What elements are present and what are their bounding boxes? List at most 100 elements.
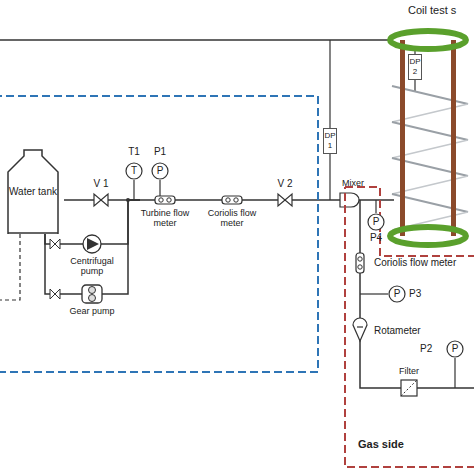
rotameter: Rotameter	[350, 316, 430, 346]
gas-side-boundary	[345, 187, 474, 467]
instrument-tap	[360, 293, 388, 294]
node-label: Coriolis flow meter	[374, 257, 456, 269]
symbol	[392, 378, 426, 398]
meter-rotor	[358, 257, 362, 261]
node-label: Filter	[392, 366, 426, 376]
centrifugal-pump: Centrifugal pump	[66, 234, 118, 280]
instrument-tap	[375, 200, 376, 213]
pipe-connector	[190, 199, 205, 201]
symbol	[350, 250, 370, 276]
meter-rotor	[358, 265, 362, 269]
water-side-boundary	[0, 96, 318, 372]
support-ring	[390, 227, 466, 245]
pump-casing	[82, 285, 102, 303]
pipe-connector	[118, 200, 140, 294]
pressure-sensor: P2 P	[420, 340, 466, 358]
meter-body	[155, 196, 175, 204]
pipe-connector	[45, 234, 66, 294]
meter-rotor	[234, 198, 238, 202]
pipe-connector	[64, 199, 88, 201]
node-label: Coriolis flow meter	[205, 208, 259, 229]
symbol	[66, 284, 118, 304]
symbol	[350, 316, 370, 346]
return-pipe	[0, 39, 390, 41]
node-label: P	[446, 340, 464, 358]
symbol	[384, 2, 472, 252]
pipe-stub	[359, 200, 361, 210]
support-ring	[390, 31, 466, 49]
dp-transmitter: DP 2	[408, 54, 422, 80]
pipe-connector	[360, 346, 392, 388]
turbine-flow-meter: Turbine flow meter	[140, 193, 190, 229]
filter-element	[401, 380, 417, 396]
node-label: P2	[420, 343, 432, 355]
node-label: P1	[150, 146, 170, 158]
drain-line	[0, 234, 20, 300]
rotameter-float	[357, 326, 363, 327]
symbol	[88, 192, 114, 208]
support-rod	[400, 40, 405, 236]
temperature-sensor: T1T	[124, 146, 144, 180]
coriolis-flow-meter: Coriolis flow meter	[350, 250, 460, 276]
dp-box	[409, 55, 422, 80]
pipe-connector	[359, 276, 361, 316]
tank-bottom	[8, 232, 58, 234]
instrument-bubble	[126, 163, 142, 179]
node-label: Water tank	[4, 186, 62, 198]
pump-impeller	[87, 238, 99, 250]
coriolis-flow-meter: Coriolis flow meter	[205, 193, 259, 229]
node-label: Gas side	[358, 438, 404, 451]
node-label: Gear pump	[66, 306, 118, 316]
pipe-connector	[45, 234, 66, 244]
valve-body	[94, 194, 108, 206]
mixer-body	[340, 193, 359, 207]
instrument-bubble	[368, 214, 384, 230]
node-label: P	[388, 285, 406, 303]
pipe-junction	[126, 198, 130, 202]
pressure-sensor: P1P	[150, 146, 170, 180]
meter-rotor	[226, 198, 230, 202]
valve: V 1	[88, 178, 114, 208]
instrument-bubble	[389, 286, 405, 302]
node-label: V 2	[272, 178, 298, 190]
node-label: V 1	[88, 178, 114, 190]
meter-rotor	[167, 198, 171, 202]
gear-pump: Gear pump	[66, 284, 118, 318]
rotameter-tube	[353, 318, 367, 341]
filter-body	[401, 380, 417, 396]
pipe-connector	[359, 210, 361, 250]
dp-box	[324, 129, 337, 154]
gas-inlet-pipe	[426, 387, 474, 389]
pressure-sensor: PP3	[388, 285, 426, 303]
symbol	[66, 234, 118, 254]
node-label: DP 2	[408, 57, 422, 77]
node-label: DP 1	[323, 131, 337, 151]
hand-valve	[50, 289, 60, 299]
coil-test-section: Coil test s	[384, 2, 472, 252]
gas-side-region: Gas sidePP4Coriolis flow meterPP3Rotamet…	[344, 186, 474, 468]
dp-transmitter: DP 1	[323, 128, 337, 154]
water-tank: Water tank	[2, 148, 64, 234]
node-label: T	[125, 162, 143, 180]
gas-filter: Filter	[392, 366, 426, 398]
pipe-connector	[118, 200, 140, 244]
valve-body	[278, 194, 292, 206]
node-label: P4	[366, 232, 386, 244]
instrument-tap	[133, 180, 134, 200]
dp-tap-line	[329, 154, 330, 200]
meter-body	[222, 196, 242, 204]
node-label: Centrifugal pump	[66, 256, 118, 277]
instrument-tap	[454, 358, 455, 388]
pump-casing	[83, 235, 101, 253]
dp-tap-line	[329, 40, 330, 128]
symbol	[272, 192, 298, 208]
pump-gear	[89, 295, 96, 302]
node-label: P3	[409, 288, 421, 300]
instrument-bubble	[447, 341, 463, 357]
meter-rotor	[159, 198, 163, 202]
hand-valve	[50, 239, 60, 249]
node-label: T1	[124, 146, 144, 158]
pipe-stub	[384, 199, 394, 201]
node-label: Turbine flow meter	[140, 208, 190, 229]
